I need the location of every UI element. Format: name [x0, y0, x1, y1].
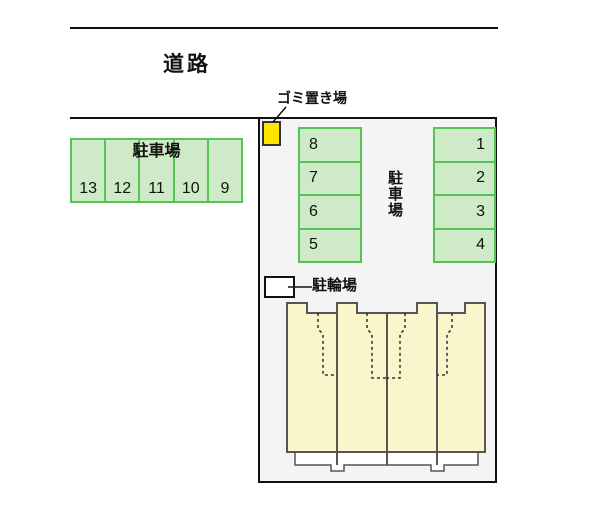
space-number: 12	[113, 180, 132, 197]
main-lot-label-vertical: 駐車場	[386, 170, 403, 218]
space-number: 5	[309, 236, 318, 254]
parking-space-2: 2	[435, 163, 494, 196]
parking-space-9: 9	[209, 140, 241, 201]
parking-space-8: 8	[300, 129, 360, 163]
space-number: 2	[476, 169, 485, 187]
street-parking-lot: 13 12 11 10 9	[70, 138, 243, 203]
road-lower-edge-line	[70, 117, 260, 119]
parking-space-10: 10	[175, 140, 209, 201]
space-number: 1	[476, 135, 485, 153]
parking-space-5: 5	[300, 230, 360, 262]
space-number: 3	[476, 202, 485, 220]
space-number: 6	[309, 202, 318, 220]
main-lot-right-column: 1 2 3 4	[433, 127, 496, 263]
space-number: 11	[148, 180, 165, 197]
road-upper-edge-line	[70, 27, 498, 29]
garbage-area-label: ゴミ置き場	[277, 90, 347, 106]
parking-space-7: 7	[300, 163, 360, 196]
parking-space-4: 4	[435, 230, 494, 262]
bicycle-parking-box	[264, 276, 295, 298]
parking-space-13: 13	[72, 140, 107, 201]
garbage-box	[262, 121, 281, 146]
parking-space-11: 11	[140, 140, 175, 201]
space-number: 4	[476, 236, 485, 254]
space-number: 7	[309, 169, 318, 187]
parking-space-12: 12	[106, 140, 141, 201]
space-number: 9	[220, 180, 230, 197]
parking-space-6: 6	[300, 196, 360, 230]
road-label: 道路	[163, 53, 211, 76]
space-number: 8	[309, 135, 318, 153]
parking-space-3: 3	[435, 196, 494, 230]
space-number: 10	[181, 180, 200, 197]
space-number: 13	[79, 180, 97, 197]
parking-space-1: 1	[435, 129, 494, 163]
main-lot-left-column: 8 7 6 5	[298, 127, 362, 263]
bicycle-area-label: 駐輪場	[312, 277, 358, 294]
street-lot-label: 駐車場	[132, 143, 181, 160]
